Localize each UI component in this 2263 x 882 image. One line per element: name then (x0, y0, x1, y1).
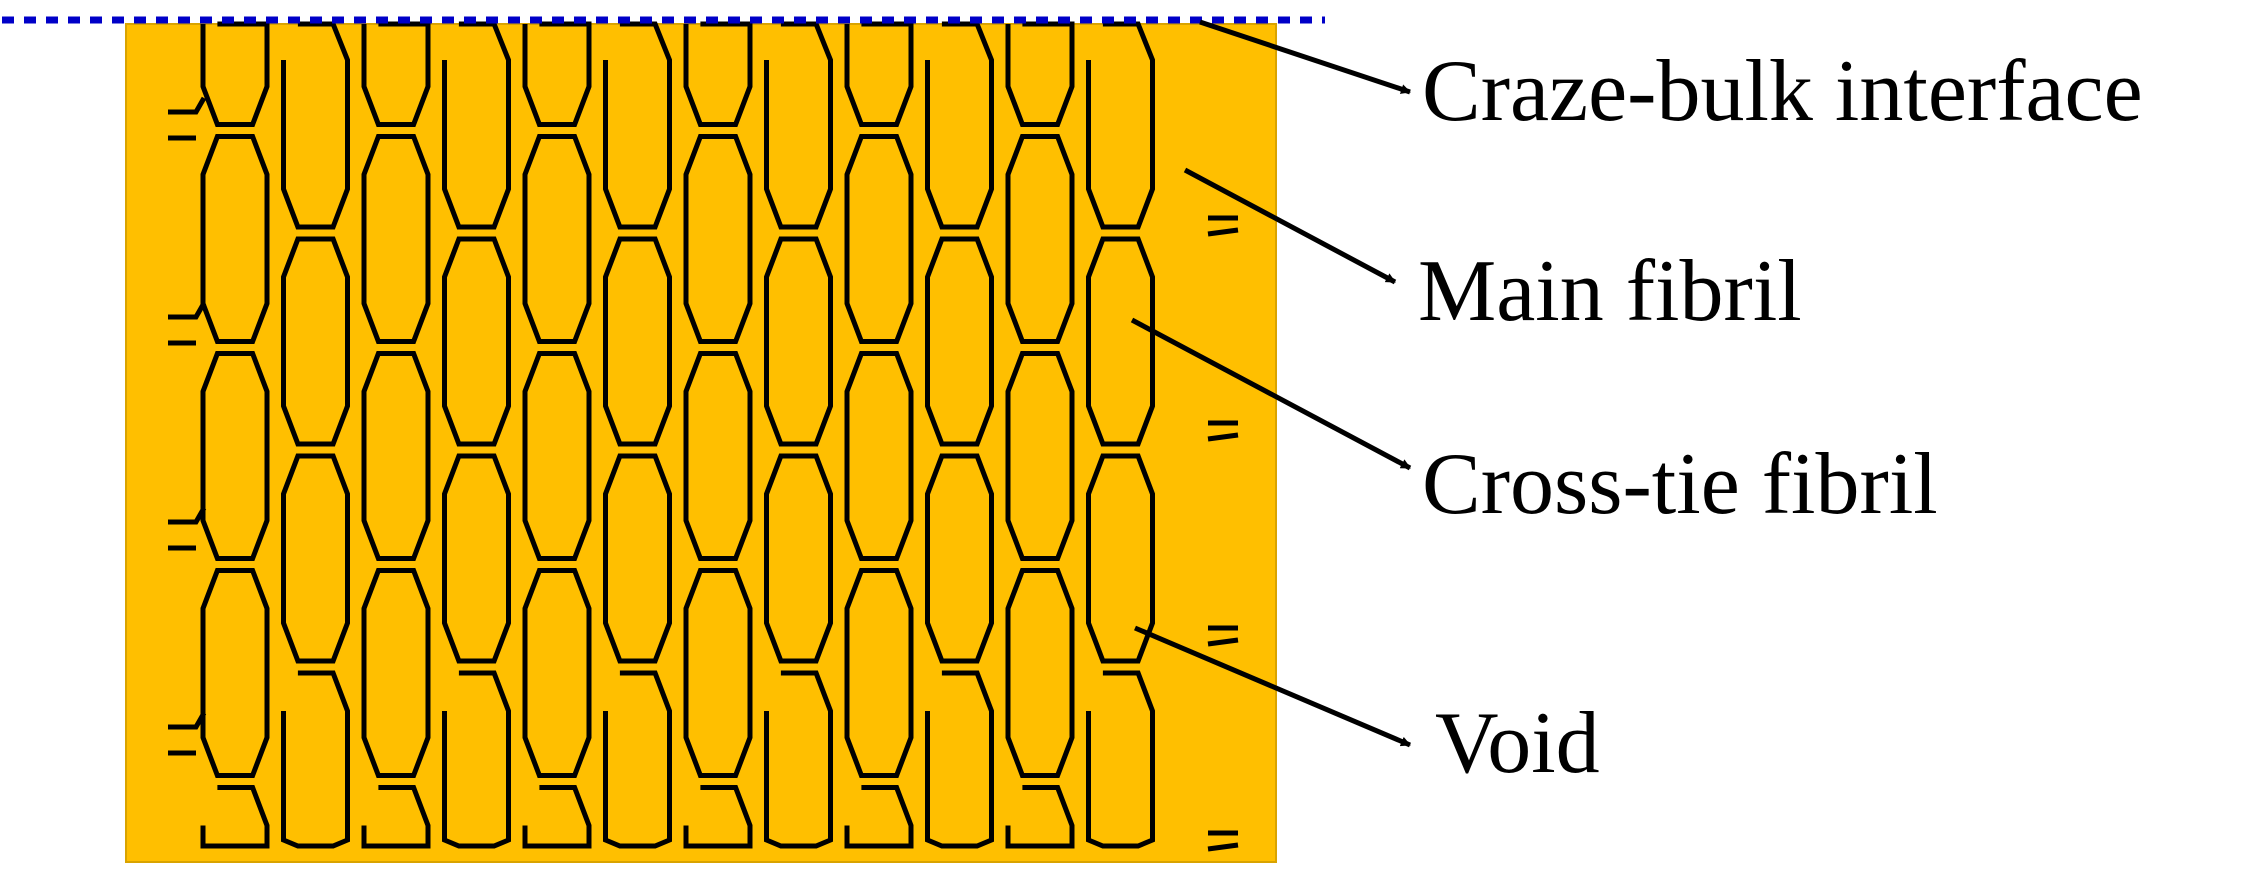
void-cell (442, 236, 511, 447)
void-cell (200, 21, 270, 127)
fibril-stub-right (1207, 432, 1239, 442)
void-cell (1005, 351, 1075, 561)
void-cell (844, 21, 914, 127)
void-cell (683, 568, 753, 778)
void-cell (281, 236, 350, 447)
void-cell (200, 785, 270, 849)
fibril-stub-left (168, 506, 207, 525)
void-cell (764, 670, 833, 849)
void-cell (522, 134, 592, 344)
void-cell (200, 351, 270, 561)
void-cell (200, 568, 270, 778)
void-cell (361, 568, 431, 778)
void-cell (683, 21, 753, 127)
void-cell (603, 236, 672, 447)
void-cell (603, 453, 672, 664)
void-cell (844, 785, 914, 849)
void-arrow (1134, 625, 1411, 748)
void-cell (844, 351, 914, 561)
void-cell (925, 453, 994, 664)
void-cell (603, 21, 672, 230)
void-cell (200, 134, 270, 344)
void-cell (683, 134, 753, 344)
void-cell (522, 21, 592, 127)
void-cell (442, 670, 511, 849)
void-cell (1086, 21, 1155, 230)
void-cell (844, 134, 914, 344)
void-cell (683, 351, 753, 561)
void-cell (1005, 568, 1075, 778)
void-cell (522, 568, 592, 778)
void-cell (361, 351, 431, 561)
void-cell (442, 453, 511, 664)
interface-arrow (1199, 19, 1411, 95)
void-cell (442, 21, 511, 230)
void-cell (1086, 670, 1155, 849)
label-void: Void (1435, 695, 1600, 792)
void-cell (603, 670, 672, 849)
main-fibril-arrow (1183, 167, 1397, 285)
void-cell (361, 21, 431, 127)
void-cell (281, 453, 350, 664)
void-cell (1086, 236, 1155, 447)
fibril-network (168, 21, 1239, 852)
void-cell (522, 351, 592, 561)
void-cell (925, 670, 994, 849)
void-cell (764, 453, 833, 664)
void-cell (925, 21, 994, 230)
void-cell (281, 21, 350, 230)
void-cell (683, 785, 753, 849)
void-cell (764, 21, 833, 230)
void-cell (764, 236, 833, 447)
fibril-stub-right (1207, 637, 1239, 647)
fibril-stub-right (1207, 842, 1239, 852)
fibril-stub-left (168, 711, 207, 730)
void-cell (361, 134, 431, 344)
fibril-stub-left (168, 301, 207, 320)
label-cross-tie-fibril: Cross-tie fibril (1422, 436, 1938, 533)
void-cell (281, 670, 350, 849)
void-cell (522, 785, 592, 849)
void-cell (925, 236, 994, 447)
void-cell (361, 785, 431, 849)
void-cell (1086, 453, 1155, 664)
void-cell (844, 568, 914, 778)
fibril-stub-right (1207, 227, 1239, 237)
cross-tie-arrow (1130, 317, 1412, 471)
void-cell (1005, 134, 1075, 344)
fibril-stub-left (168, 96, 207, 115)
void-cell (1005, 785, 1075, 849)
label-main-fibril: Main fibril (1418, 243, 1802, 340)
void-cell (1005, 21, 1075, 127)
label-interface: Craze-bulk interface (1422, 43, 2143, 140)
